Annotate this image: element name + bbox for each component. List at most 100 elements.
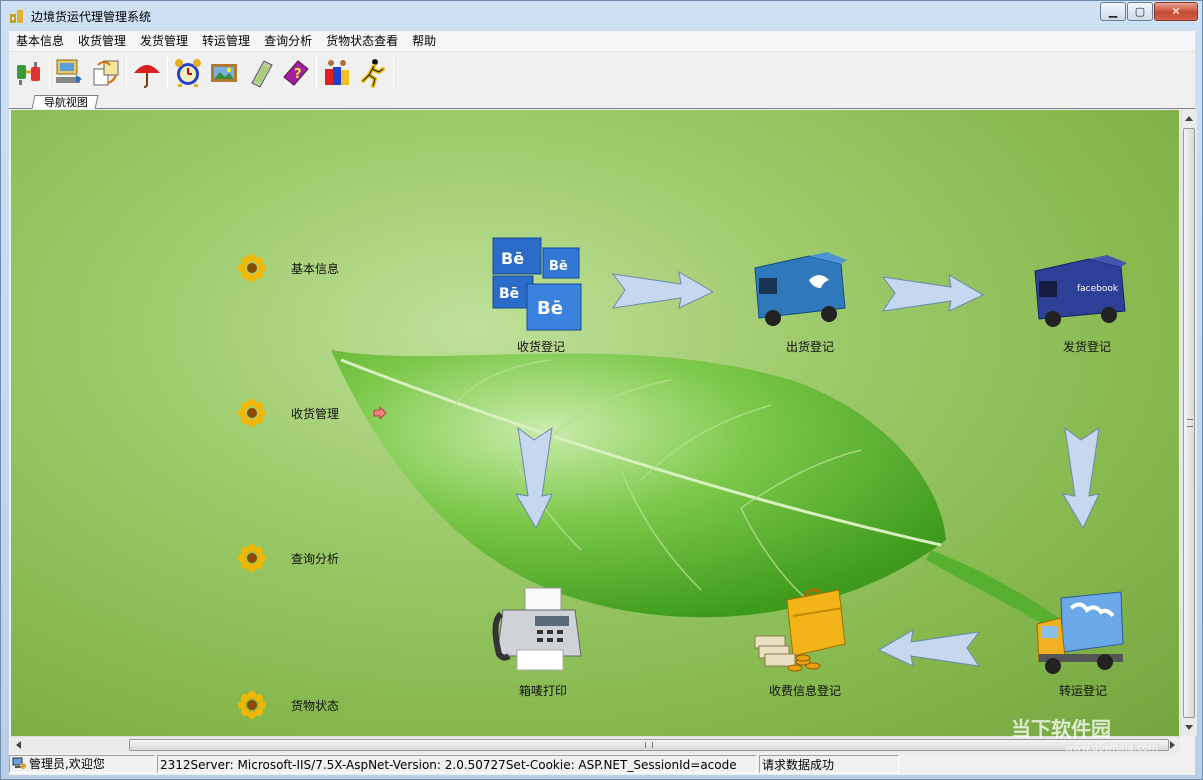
box-label: Bē xyxy=(549,259,568,274)
computer-transfer-icon xyxy=(56,59,82,83)
tab-navigation-view[interactable]: 导航视图 xyxy=(31,95,99,109)
vertical-scroll-thumb[interactable] xyxy=(1183,128,1195,718)
maximize-button[interactable]: ▢ xyxy=(1127,2,1153,21)
exchange-icon xyxy=(93,60,119,86)
watermark: 当下软件园 xyxy=(1011,717,1111,741)
tab-label: 导航视图 xyxy=(43,96,88,109)
money-suitcase-icon[interactable] xyxy=(751,586,851,676)
toolbar: ? xyxy=(9,52,1195,94)
sidebar-item-cargo-status[interactable]: 货物状态 xyxy=(291,699,340,713)
truck-icon[interactable] xyxy=(1031,588,1127,678)
grip-icon xyxy=(645,742,653,748)
status-server-text: 2312Server: Microsoft-IIS/7.5X-AspNet-Ve… xyxy=(160,758,737,772)
toolbar-picture-button[interactable] xyxy=(206,54,242,92)
van-brand-text: facebook xyxy=(1077,284,1119,294)
flower-icon xyxy=(238,254,266,282)
status-user-text: 管理员,欢迎您 xyxy=(29,757,105,771)
box-label: Bē xyxy=(499,286,519,302)
app-icon xyxy=(9,8,25,24)
flow-arrow-down xyxy=(1062,426,1100,530)
horizontal-scrollbar[interactable] xyxy=(11,736,1180,753)
status-user-panel: 管理员,欢迎您 xyxy=(9,755,155,773)
toolbar-exchange-button[interactable] xyxy=(88,54,124,92)
menu-receive-management[interactable]: 收货管理 xyxy=(78,33,127,48)
gift-icon xyxy=(325,60,349,85)
flow-arrow-down xyxy=(515,426,553,530)
status-server-panel: 2312Server: Microsoft-IIS/7.5X-AspNet-Ve… xyxy=(157,755,757,773)
node-receive-registration[interactable]: 收货登记 xyxy=(517,340,566,354)
tablet-icon xyxy=(251,60,273,88)
sidebar-item-basic-info[interactable]: 基本信息 xyxy=(291,262,340,276)
menu-bar: 基本信息 收货管理 发货管理 转运管理 查询分析 货物状态查看 帮助 xyxy=(9,31,1195,52)
sidebar-item-receive-management[interactable]: 收货管理 xyxy=(291,407,340,421)
toolbar-computer-button[interactable] xyxy=(52,54,88,92)
toolbar-separator xyxy=(393,56,394,90)
toolbar-alarm-button[interactable] xyxy=(170,54,206,92)
bird-logo xyxy=(809,275,829,288)
maximize-icon: ▢ xyxy=(1134,5,1146,18)
toolbar-help-button[interactable]: ? xyxy=(278,54,314,92)
menu-query-analysis[interactable]: 查询分析 xyxy=(264,33,313,48)
toolbar-tablet-button[interactable] xyxy=(242,54,278,92)
toolbar-separator xyxy=(316,56,317,90)
menu-basic-info[interactable]: 基本信息 xyxy=(16,33,65,48)
watermark-url: www.downxia.com xyxy=(1065,743,1159,754)
flower-icon xyxy=(238,399,266,427)
toolbar-umbrella-button[interactable] xyxy=(129,54,165,92)
flower-icon xyxy=(238,544,266,572)
grip-icon xyxy=(1187,419,1193,427)
box-label: Bē xyxy=(501,249,524,268)
fax-machine-icon[interactable] xyxy=(489,586,585,676)
toolbar-runner-button[interactable] xyxy=(355,54,391,92)
flow-arrow-right xyxy=(881,274,985,312)
scroll-down-icon[interactable] xyxy=(1185,725,1193,730)
menu-ship-management[interactable]: 发货管理 xyxy=(140,33,189,48)
status-message-text: 请求数据成功 xyxy=(762,758,835,772)
umbrella-icon xyxy=(134,65,160,88)
menu-help[interactable]: 帮助 xyxy=(412,33,437,48)
navigation-canvas: 基本信息 收货管理 查询分析 货物状态 Bē Bē Bē Bē xyxy=(11,110,1179,736)
help-book-icon: ? xyxy=(283,60,309,86)
toolbar-gift-button[interactable] xyxy=(319,54,355,92)
node-shipping-mark-print[interactable]: 箱唛打印 xyxy=(519,684,568,698)
node-transfer-registration[interactable]: 转运登记 xyxy=(1059,684,1108,698)
menu-transfer-management[interactable]: 转运管理 xyxy=(202,33,251,48)
close-button[interactable]: ✕ xyxy=(1154,2,1198,21)
box-label: Bē xyxy=(537,298,563,319)
toolbar-separator xyxy=(126,56,127,90)
facebook-van-icon[interactable]: facebook xyxy=(1029,253,1129,331)
svg-text:?: ? xyxy=(294,67,302,82)
scroll-up-icon[interactable] xyxy=(1185,116,1193,121)
menu-cargo-status[interactable]: 货物状态查看 xyxy=(326,33,399,48)
twitter-van-icon[interactable] xyxy=(749,250,851,330)
node-ship-registration[interactable]: 发货登记 xyxy=(1063,340,1112,354)
picture-icon xyxy=(211,64,237,82)
leaf-background-image xyxy=(331,350,1091,650)
toolbar-connect-button[interactable] xyxy=(11,54,47,92)
runner-icon xyxy=(361,59,385,88)
scroll-left-icon[interactable] xyxy=(16,741,21,749)
toolbar-separator xyxy=(167,56,168,90)
minimize-icon: ▁ xyxy=(1108,5,1118,18)
vertical-scrollbar[interactable] xyxy=(1180,110,1197,736)
alarm-clock-icon xyxy=(175,59,201,87)
flow-arrow-right xyxy=(611,271,715,309)
status-message-panel: 请求数据成功 xyxy=(759,755,899,773)
boxes-icon[interactable]: Bē Bē Bē Bē xyxy=(491,234,586,334)
status-bar: 管理员,欢迎您 2312Server: Microsoft-IIS/7.5X-A… xyxy=(9,754,1195,774)
client-area: 基本信息 收货管理 发货管理 转运管理 查询分析 货物状态查看 帮助 xyxy=(9,31,1197,775)
flower-icon xyxy=(238,691,266,719)
title-bar[interactable]: 边境货运代理管理系统 ▁ ▢ ✕ xyxy=(1,1,1202,31)
node-outbound-registration[interactable]: 出货登记 xyxy=(786,340,835,354)
close-icon: ✕ xyxy=(1171,5,1181,18)
node-fee-registration[interactable]: 收费信息登记 xyxy=(769,684,842,698)
scroll-right-icon[interactable] xyxy=(1170,741,1175,749)
horizontal-scroll-thumb[interactable] xyxy=(129,739,1169,751)
flow-arrow-left xyxy=(877,629,981,667)
sidebar-item-query-analysis[interactable]: 查询分析 xyxy=(291,552,340,566)
minimize-button[interactable]: ▁ xyxy=(1100,2,1126,21)
window-title: 边境货运代理管理系统 xyxy=(31,9,152,24)
toolbar-separator xyxy=(49,56,50,90)
connect-icon xyxy=(17,62,40,85)
